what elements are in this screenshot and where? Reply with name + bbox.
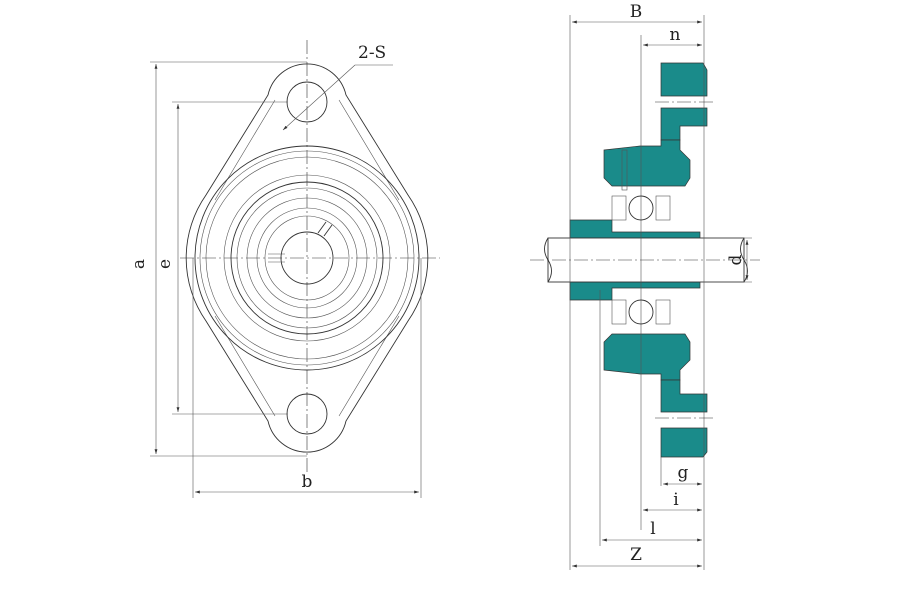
set-screw-mark	[317, 221, 327, 234]
dim-d-label: d	[726, 254, 746, 265]
bearing-outer-ring	[230, 181, 384, 335]
dim-l-label: l	[650, 519, 655, 539]
dim-Z-label: Z	[630, 545, 642, 565]
dim-i-label: i	[673, 490, 679, 510]
dim-a-label: a	[129, 259, 149, 269]
side-section-view: B n d g i l Z	[530, 2, 760, 570]
front-view: 2-S a e b	[129, 40, 440, 498]
dim-e-label: e	[155, 259, 175, 269]
bolt-hole-leader	[282, 64, 356, 131]
dim-b-label: b	[302, 472, 313, 492]
housing-outer-ring	[194, 145, 420, 371]
bolt-holes-label: 2-S	[358, 43, 386, 63]
dim-B-label: B	[630, 2, 643, 22]
dim-n-label: n	[670, 25, 681, 45]
dim-g-label: g	[678, 463, 689, 483]
shaft-bore	[280, 231, 334, 285]
flange-outline	[185, 63, 429, 453]
